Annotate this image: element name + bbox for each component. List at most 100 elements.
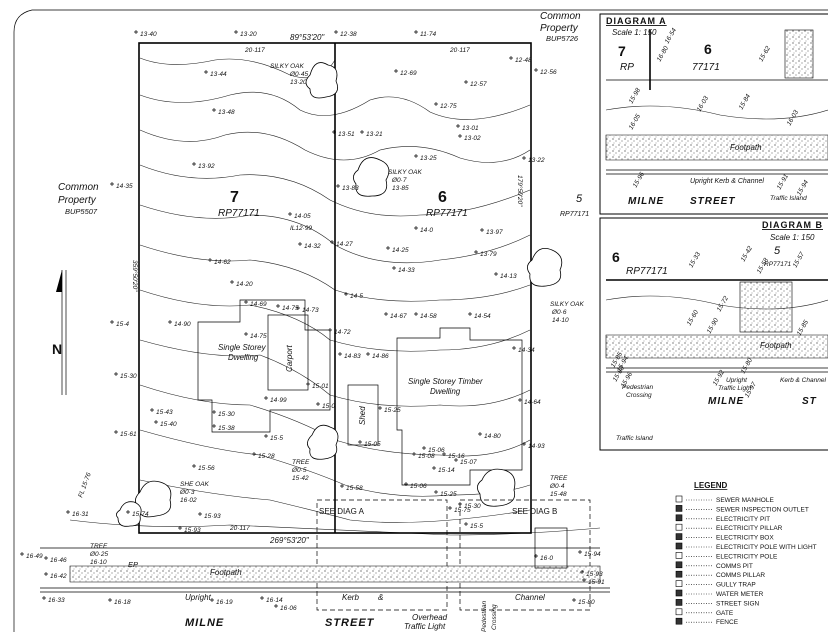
spot-marker xyxy=(522,442,526,446)
spot-height: 15·30 xyxy=(464,503,481,510)
legend-item-label: ELECTRICITY PIT xyxy=(716,516,770,523)
upright-label: Upright xyxy=(185,593,212,602)
spot-height: 13·25 xyxy=(420,155,437,162)
spot-height: 16·19 xyxy=(216,599,233,606)
spot-marker xyxy=(394,69,398,73)
spot-height: 15·93 xyxy=(204,513,221,520)
legend-item-label: WATER METER xyxy=(716,591,764,598)
tree-6-line3: 15·48 xyxy=(550,491,567,498)
spot-height: 14·86 xyxy=(372,353,389,360)
spot-marker xyxy=(338,352,342,356)
spot-height: 16·33 xyxy=(48,597,65,604)
spot-marker xyxy=(42,596,46,600)
diagram-b-title: DIAGRAM B xyxy=(762,220,823,230)
spot-marker xyxy=(336,184,340,188)
spot-marker xyxy=(509,56,513,60)
spot-height: 14·35 xyxy=(116,183,133,190)
diagram-a-lot-left: 7 xyxy=(618,43,626,59)
spot-height: 14·83 xyxy=(344,353,361,360)
bearing-right: 179°50'20" xyxy=(516,175,524,207)
spot-marker xyxy=(244,332,248,336)
diagram-a-rp: RP xyxy=(620,62,634,73)
spot-height: 15·58 xyxy=(346,485,363,492)
diagram-b-plan-right: RP77171 xyxy=(764,261,791,268)
spot-marker xyxy=(422,446,426,450)
tree-3-line2: Ø0·5 xyxy=(291,467,307,474)
tree-1-line2: Ø0·7 xyxy=(391,177,407,184)
common-top-plan: BUP5726 xyxy=(546,34,579,43)
legend-item-label: ELECTRICITY BOX xyxy=(716,535,774,542)
spot-marker xyxy=(244,300,248,304)
spot-height: 16·18 xyxy=(114,599,131,606)
diagram-a-island: Traffic Island xyxy=(770,195,807,202)
spot-height: 14·34 xyxy=(518,347,535,354)
spot-marker xyxy=(366,352,370,356)
bearing-left: 359°50'20" xyxy=(131,260,139,292)
tree-2-line2: Ø0·6 xyxy=(551,309,567,316)
floor-level: FL 15·76 xyxy=(77,472,93,499)
tree-0-line3: 13·20 xyxy=(290,79,307,86)
spot-height: 15·30 xyxy=(218,411,235,418)
spot-marker xyxy=(114,372,118,376)
legend-item-label: SEWER INSPECTION OUTLET xyxy=(716,506,809,513)
diagram-a-kerb: Upright Kerb & Channel xyxy=(690,178,764,185)
spot-height: 15·38 xyxy=(218,425,235,432)
spot-height: 15·4 xyxy=(116,321,129,328)
legend-item-label: GULLY TRAP xyxy=(716,582,756,589)
diagram-a-scale: Scale 1: 150 xyxy=(612,28,657,37)
tree-1-line3: 13·85 xyxy=(392,185,409,192)
lot-5-plan: RP77171 xyxy=(560,211,589,218)
legend-item-label: ELECTRICITY PILLAR xyxy=(716,525,783,532)
diagram-b-plan-left: RP77171 xyxy=(626,266,668,277)
dwelling-lot7-line1: Single Storey xyxy=(218,343,267,352)
spot-height: 13·48 xyxy=(218,109,235,116)
dwelling-lot6-line2: Dwelling xyxy=(430,387,461,396)
spot-height: 14·64 xyxy=(524,399,541,406)
north-arrow-icon xyxy=(56,270,67,395)
spot-marker xyxy=(168,320,172,324)
distance-top-right: 20·117 xyxy=(449,47,470,54)
dwelling-lot7-line2: Dwelling xyxy=(228,353,259,362)
spot-marker xyxy=(274,604,278,608)
diagram-b-traffic-light: Traffic Light xyxy=(718,385,753,392)
overhead-line1: Overhead xyxy=(412,613,448,622)
spot-height: 14·80 xyxy=(484,433,501,440)
spot-height: 14·75 xyxy=(250,333,267,340)
invert-level: IL12·99 xyxy=(290,225,312,232)
diagram-b-scale: Scale 1: 150 xyxy=(770,233,815,242)
common-left-line1: Common xyxy=(58,182,99,193)
spot-marker xyxy=(414,312,418,316)
diagram-a-street1: MILNE xyxy=(628,196,664,207)
spot-height: 14·99 xyxy=(270,397,287,404)
spot-marker xyxy=(458,502,462,506)
spot-marker xyxy=(512,346,516,350)
spot-height: 12·75 xyxy=(440,103,457,110)
trees xyxy=(116,62,563,527)
spot-marker xyxy=(332,130,336,134)
street-name-1: MILNE xyxy=(185,617,224,629)
spot-height: 14·90 xyxy=(174,321,191,328)
diagram-b-footpath: Footpath xyxy=(760,341,792,350)
spot-height: 15·40 xyxy=(160,421,177,428)
spot-height: 15·14 xyxy=(438,467,455,474)
legend-title: LEGEND xyxy=(694,481,728,490)
spot-height: 15·94 xyxy=(584,551,601,558)
spot-height: 13·44 xyxy=(210,71,227,78)
see-diag-b: SEE DIAG B xyxy=(512,507,557,516)
spot-marker xyxy=(518,398,522,402)
diagram-b-street2: ST xyxy=(802,396,817,407)
spot-marker xyxy=(360,130,364,134)
legend-item-label: SEWER MANHOLE xyxy=(716,497,774,504)
spot-marker xyxy=(264,434,268,438)
spot-height: 16·46 xyxy=(50,557,67,564)
spot-marker xyxy=(414,226,418,230)
footpath-strip xyxy=(69,565,601,583)
lot-6-plan: RP77171 xyxy=(426,208,468,219)
spot-marker xyxy=(212,108,216,112)
spot-marker xyxy=(114,430,118,434)
dwelling-lot6 xyxy=(396,327,523,486)
spot-height: 16·42 xyxy=(50,573,67,580)
spot-height: 14·72 xyxy=(334,329,351,336)
amp-label: & xyxy=(378,593,383,602)
spot-marker xyxy=(456,124,460,128)
